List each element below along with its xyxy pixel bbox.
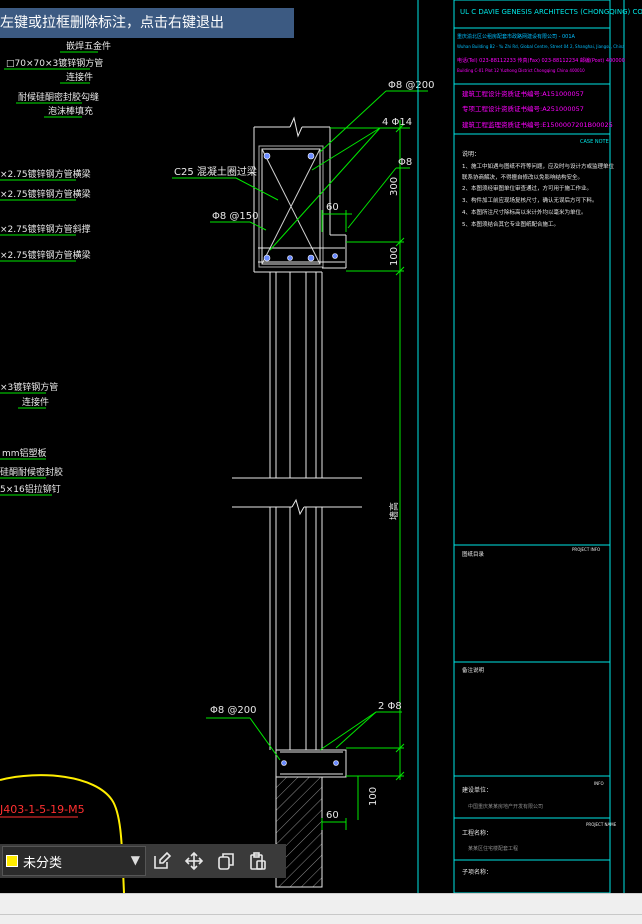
concrete-label: C25 混凝土圈过梁 (174, 165, 257, 178)
section-d-tag: PROJECT NAME (586, 822, 617, 827)
copy-button[interactable] (210, 846, 242, 876)
layer-name: 未分类 (23, 855, 63, 871)
dim-60-bottom: 60 (326, 810, 339, 821)
note-0: 1、施工中如遇与图纸不符等问题，应及时与设计方或监理单位 (462, 162, 615, 170)
left-label-10: 连接件 (22, 396, 49, 408)
chevron-down-icon[interactable]: ▼ (130, 853, 140, 867)
rebar-top-label: Φ8 @200 (388, 80, 435, 91)
note-3: 3、构件加工前应现场复核尺寸，确认无误后方可下料。 (462, 196, 598, 204)
title-block-texts: UL C DAVIE GENESIS ARCHITECTS (CHONGQING… (457, 8, 642, 876)
rebar-dots (263, 152, 339, 766)
title-block (417, 0, 625, 893)
bottom-toolbar: 未分类 ▼ (0, 844, 286, 878)
left-label-7: ×2.75镀锌钢方管斜撑 (0, 223, 91, 235)
left-label-group: 嵌焊五金件 □70×70×3镀锌钢方管 连接件 耐候硅酮密封胶勾缝 泡沫棒填充 … (0, 40, 111, 818)
left-label-9: ×3镀锌钢方管 (0, 381, 58, 393)
status-divider (0, 914, 642, 915)
notes-title: CASE NOTE (580, 139, 609, 145)
license-1: 建筑工程设计资质证书编号:A151000057 (462, 89, 584, 98)
section-d-label: 工程名称： (462, 829, 492, 837)
contact-line-2: Building C-01 Plot 12 Yuzhong District C… (457, 68, 585, 73)
edit-button[interactable] (146, 846, 178, 876)
left-label-8: ×2.75镀锌钢方管横梁 (0, 249, 91, 261)
hint-text: 左键或拉框删除标注，点击右键退出 (0, 15, 224, 31)
note-2: 2、本图须经审图单位审查通过，方可用于施工作业。 (462, 184, 592, 192)
section-a-label: 图纸目录 (462, 550, 485, 558)
left-label-5: ×2.75镀锌钢方管横梁 (0, 168, 91, 180)
note-4: 4、本图所注尺寸除标高以米计外均以毫米为单位。 (462, 208, 587, 216)
cad-drawing[interactable]: 嵌焊五金件 □70×70×3镀锌钢方管 连接件 耐候硅酮密封胶勾缝 泡沫棒填充 … (0, 0, 642, 893)
paste-button[interactable] (242, 846, 274, 876)
section-d-value: 某某区住宅楼配套工程 (468, 845, 518, 852)
left-label-1: □70×70×3镀锌钢方管 (6, 57, 103, 69)
dimension-texts: Φ8 @200 4 Φ14 Φ8 C25 混凝土圈过梁 Φ8 @150 60 3… (174, 80, 435, 821)
rebar-bottom-label: Φ8 @200 (210, 705, 257, 716)
dim-100-bottom: 100 (368, 787, 379, 806)
left-label-2: 连接件 (66, 71, 93, 83)
rebar-2-label: 2 Φ8 (378, 701, 402, 712)
license-2: 专项工程设计资质证书编号:A251000057 (462, 104, 584, 113)
status-bar (0, 893, 642, 924)
move-icon (184, 851, 204, 871)
contact-line-1: 电话(Tel) 023-88112233 传真(Fax) 023-8811223… (457, 57, 625, 64)
left-label-12: 硅酮耐候密封胶 (0, 466, 63, 478)
left-label-13: 5×16铝拉铆钉 (0, 483, 61, 495)
section-drawing (232, 116, 362, 888)
left-label-0: 嵌焊五金件 (66, 40, 111, 52)
paste-icon (250, 852, 266, 870)
left-label-4: 泡沫棒填充 (48, 105, 93, 117)
move-button[interactable] (178, 846, 210, 876)
notes-head: 说明： (462, 150, 480, 158)
section-a-right: PROJECT INFO (572, 547, 600, 552)
address-line-1: 重庆渝北区公租房配套市政路网建设有限公司 - 001A (457, 33, 576, 40)
left-label-6: ×2.75镀锌钢方管横梁 (0, 188, 91, 200)
company-name: UL C DAVIE GENESIS ARCHITECTS (CHONGQING… (460, 8, 642, 16)
hint-bar: 左键或拉框删除标注，点击右键退出 (0, 8, 294, 38)
note-5: 5、本图须结合其它专业图纸配合施工。 (462, 220, 559, 228)
copy-icon (218, 853, 234, 870)
rebar-4-label: 4 Φ14 (382, 117, 412, 128)
section-c-tag: INFO (594, 781, 604, 786)
cad-viewport[interactable]: 嵌焊五金件 □70×70×3镀锌钢方管 连接件 耐候硅酮密封胶勾缝 泡沫棒填充 … (0, 0, 642, 893)
section-e-label: 子项名称： (462, 868, 492, 876)
dimension-lines (172, 90, 428, 830)
section-c-label: 建设单位： (462, 786, 492, 794)
edit-icon (154, 851, 172, 869)
layer-color-swatch (6, 855, 18, 867)
note-1: 联系协商解决，不得擅自修改以免影响结构安全。 (462, 173, 583, 181)
dim-300: 300 (389, 177, 400, 196)
layer-select[interactable]: 未分类 ▼ (2, 846, 146, 876)
stirrup-label: Φ8 @150 (212, 211, 259, 222)
address-line-2: Wuhan Building B2 - Yu Zhi Rd, Global Ce… (457, 44, 625, 49)
left-label-3: 耐候硅酮密封胶勾缝 (18, 91, 99, 103)
left-label-14: J403-1-5-19-M5 (0, 803, 85, 816)
section-c-value: 中国重庆某某房地产开发有限公司 (468, 803, 543, 810)
section-b-label: 备注说明 (462, 666, 485, 674)
license-3: 建筑工程监理资质证书编号:E1500007201B00025 (462, 120, 613, 129)
dim-vertical-text: 墙高 (388, 502, 400, 520)
rebar-phi8-label: Φ8 (398, 157, 412, 168)
left-label-11: mm铝塑板 (2, 447, 47, 459)
dim-60-top: 60 (326, 202, 339, 213)
dim-100-top: 100 (389, 247, 400, 266)
